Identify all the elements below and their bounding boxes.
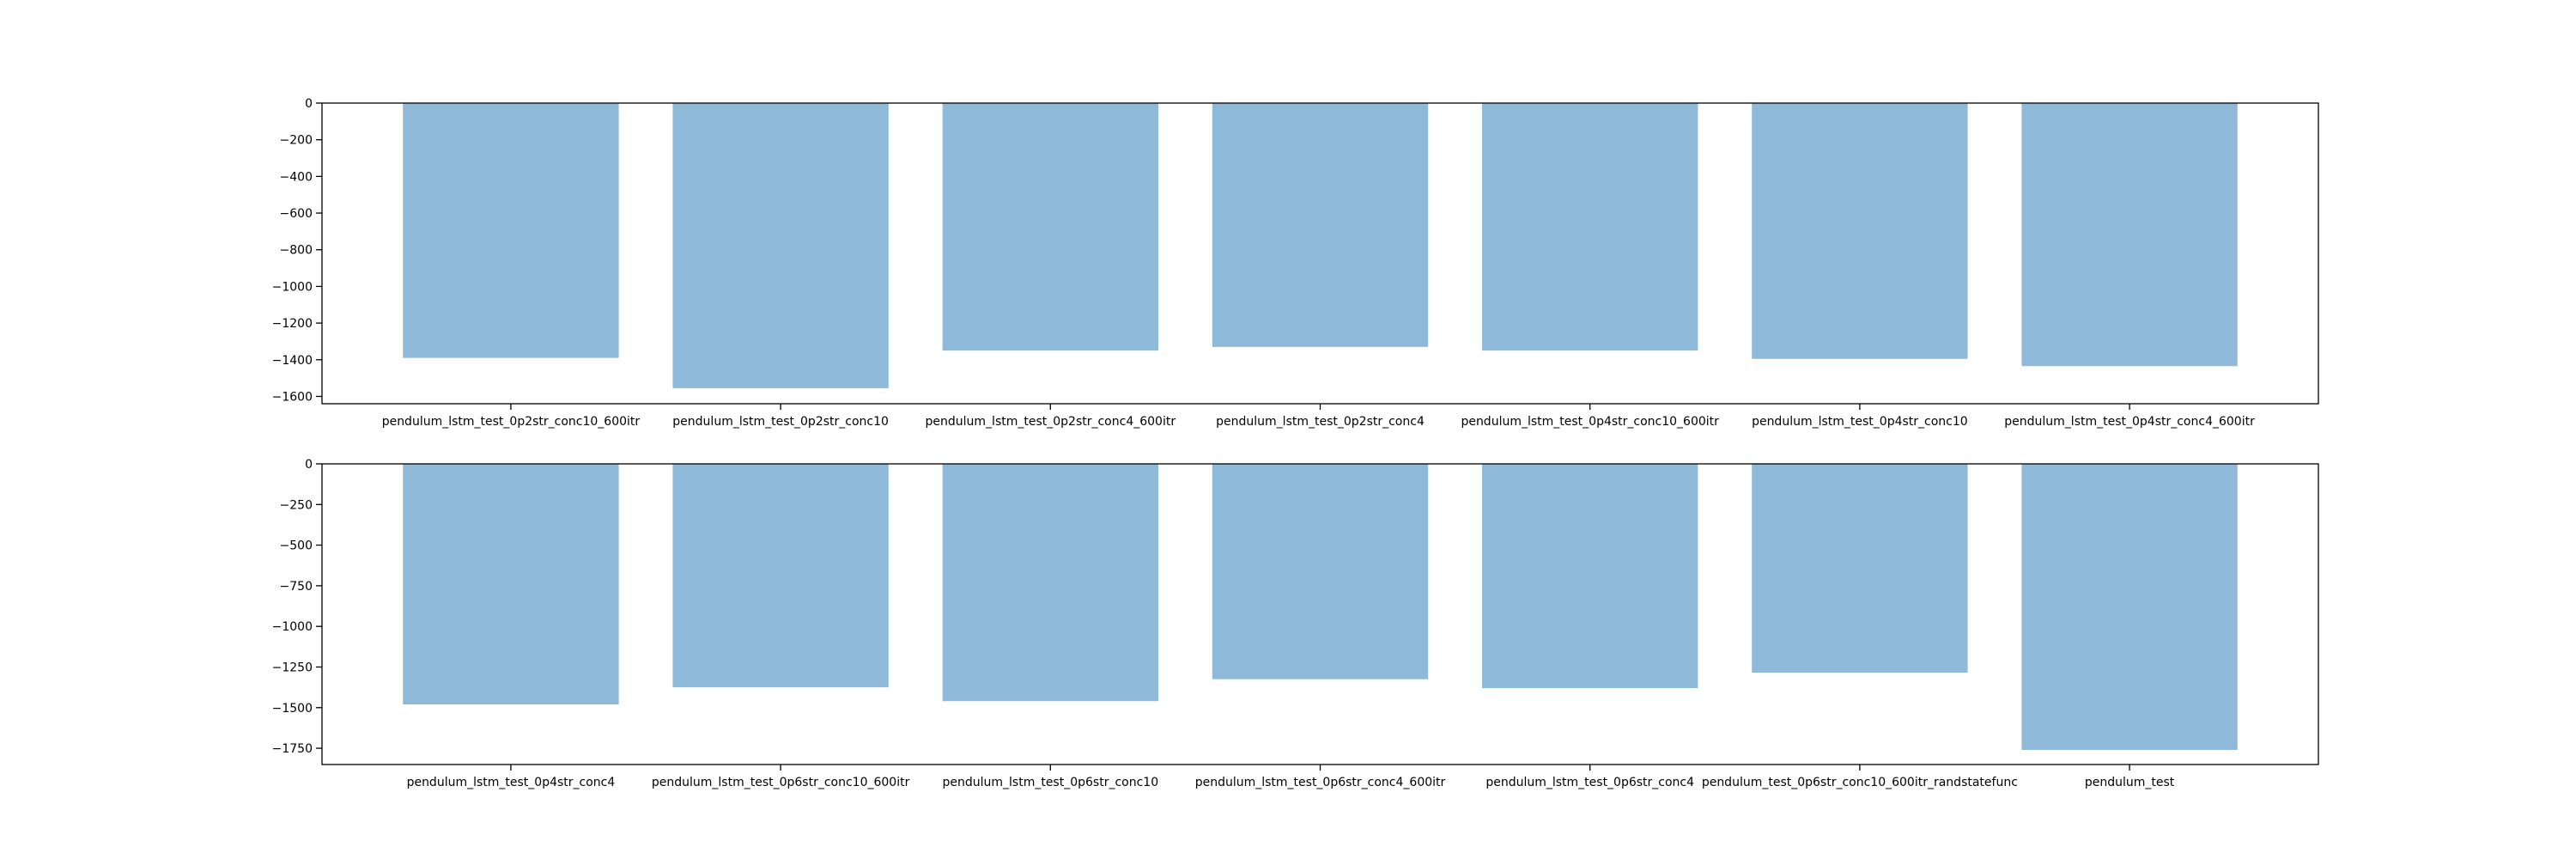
bar <box>672 464 889 688</box>
x-tick-label: pendulum_lstm_test_0p6str_conc4 <box>1485 776 1694 789</box>
top-bar-chart-panel: 0 −200 −400 −600 −800 −1000 −1200 −1400 −1600 pen… <box>272 97 2319 429</box>
bar <box>1752 103 1968 359</box>
x-tick-label: pendulum_test_0p6str_conc10_600itr_rands… <box>1702 776 2018 789</box>
y-tick-label: −400 <box>280 170 313 184</box>
y-tick-label: −250 <box>280 498 313 512</box>
y-tick-label: −1200 <box>272 317 313 331</box>
y-tick-label: −800 <box>280 244 313 258</box>
x-tick-label: pendulum_lstm_test_0p4str_conc4 <box>407 776 616 789</box>
x-tick-label: pendulum_lstm_test_0p4str_conc10_600itr <box>1461 415 1719 429</box>
x-tick-label: pendulum_lstm_test_0p6str_conc10_600itr <box>652 776 910 789</box>
y-tick-label: 0 <box>305 97 313 111</box>
bar <box>403 103 619 358</box>
x-tick-label: pendulum_lstm_test_0p4str_conc4_600itr <box>2004 415 2255 429</box>
bar <box>1212 464 1429 679</box>
y-tick-label: 0 <box>305 458 313 472</box>
bar <box>403 464 619 704</box>
bottom-bar-chart-panel: 0 −250 −500 −750 −1000 −1250 −1500 −1750 pendulu… <box>272 458 2319 789</box>
bar <box>2021 103 2238 367</box>
y-tick-label: −1400 <box>272 354 313 368</box>
y-tick-label: −1600 <box>272 390 313 404</box>
y-tick-label: −750 <box>280 580 313 594</box>
y-tick-label: −1250 <box>272 661 313 674</box>
x-tick-label: pendulum_lstm_test_0p2str_conc4_600itr <box>926 415 1176 429</box>
y-tick-label: −1000 <box>272 620 313 634</box>
y-tick-label: −500 <box>280 539 313 553</box>
y-tick-label: −1000 <box>272 280 313 294</box>
x-tick-label: pendulum_lstm_test_0p6str_conc10 <box>942 776 1158 789</box>
x-tick-label: pendulum_lstm_test_0p6str_conc4_600itr <box>1195 776 1446 789</box>
bar <box>1482 464 1698 689</box>
bar <box>1212 103 1429 347</box>
bar <box>1482 103 1698 351</box>
y-tick-label: −600 <box>280 207 313 221</box>
x-tick-label: pendulum_lstm_test_0p2str_conc4 <box>1216 415 1425 429</box>
x-tick-label: pendulum_lstm_test_0p2str_conc10 <box>672 415 889 429</box>
y-tick-label: −1750 <box>272 742 313 756</box>
y-tick-label: −1500 <box>272 702 313 716</box>
bar <box>2021 464 2238 750</box>
x-tick-label: pendulum_lstm_test_0p2str_conc10_600itr <box>382 415 641 429</box>
x-tick-label: pendulum_test <box>2085 776 2175 789</box>
bar <box>1752 464 1968 673</box>
bar <box>942 464 1158 702</box>
x-tick-label: pendulum_lstm_test_0p4str_conc10 <box>1752 415 1968 429</box>
bar <box>672 103 889 388</box>
y-tick-label: −200 <box>280 134 313 148</box>
bar <box>942 103 1158 351</box>
